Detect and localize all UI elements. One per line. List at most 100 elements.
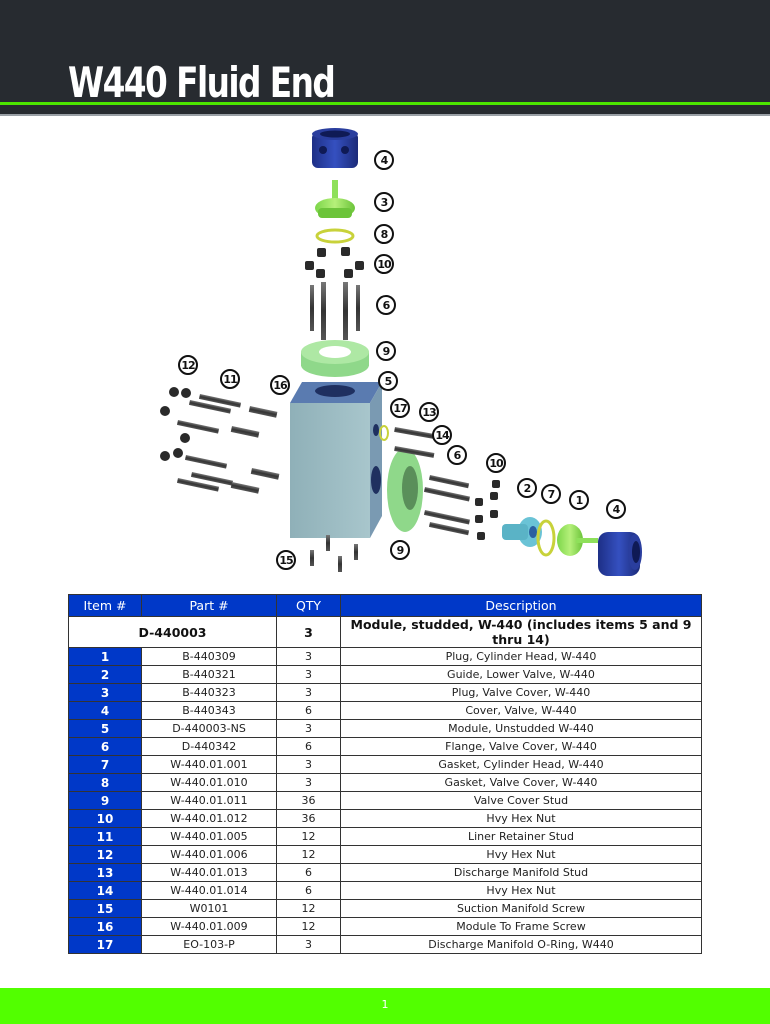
header-divider	[0, 114, 770, 116]
module-block	[290, 382, 382, 538]
left-nuts	[160, 387, 191, 461]
part-cell: W-440.01.013	[141, 863, 277, 882]
flange-top	[301, 340, 369, 377]
description-cell: Discharge Manifold O-Ring, W440	[340, 935, 702, 954]
item-cell: 9	[68, 791, 142, 810]
assembly-qty: 3	[276, 616, 341, 648]
description-cell: Valve Cover Stud	[340, 791, 702, 810]
item-cell: 15	[68, 899, 142, 918]
valve-cover-right	[598, 532, 642, 576]
qty-cell: 3	[276, 935, 341, 954]
qty-cell: 12	[276, 827, 341, 846]
qty-cell: 6	[276, 737, 341, 756]
cylinder-head-gasket	[536, 519, 556, 557]
description-cell: Hvy Hex Nut	[340, 881, 702, 900]
assembly-part: D-440003	[68, 616, 277, 648]
valve-cover-top	[312, 128, 358, 168]
part-cell: B-440323	[141, 683, 277, 702]
callout-1: 1	[569, 490, 589, 510]
column-header-qty: QTY	[276, 594, 341, 617]
callout-4: 4	[374, 150, 394, 170]
studs-vertical	[310, 282, 360, 340]
qty-cell: 3	[276, 683, 341, 702]
description-cell: Liner Retainer Stud	[340, 827, 702, 846]
assembly-description: Module, studded, W-440 (includes items 5…	[340, 616, 702, 648]
callout-5: 5	[378, 371, 398, 391]
item-cell: 2	[68, 665, 142, 684]
page-header: W440 Fluid End	[0, 0, 770, 116]
item-cell: 14	[68, 881, 142, 900]
item-cell: 3	[68, 683, 142, 702]
bottom-screws	[310, 535, 358, 572]
callout-3: 3	[374, 192, 394, 212]
callout-14: 14	[432, 425, 452, 445]
part-cell: W-440.01.012	[141, 809, 277, 828]
callout-6: 6	[376, 295, 396, 315]
callout-16: 16	[270, 375, 290, 395]
diagram-svg	[160, 128, 642, 576]
part-cell: W-440.01.009	[141, 917, 277, 936]
description-cell: Gasket, Valve Cover, W-440	[340, 773, 702, 792]
qty-cell: 6	[276, 881, 341, 900]
right-nuts	[475, 480, 500, 540]
callout-2: 2	[517, 478, 537, 498]
item-cell: 8	[68, 773, 142, 792]
table-header-row: Item # Part # QTY Description	[68, 594, 702, 617]
column-header-item: Item #	[68, 594, 142, 617]
qty-cell: 36	[276, 791, 341, 810]
flange-side	[387, 448, 423, 532]
description-cell: Hvy Hex Nut	[340, 845, 702, 864]
column-header-description: Description	[340, 594, 702, 617]
right-studs	[423, 474, 470, 536]
item-cell: 7	[68, 755, 142, 774]
page-number: 1	[381, 998, 389, 1011]
qty-cell: 12	[276, 917, 341, 936]
qty-cell: 36	[276, 809, 341, 828]
qty-cell: 3	[276, 755, 341, 774]
page-title: W440 Fluid End	[68, 58, 336, 107]
callout-9: 9	[376, 341, 396, 361]
o-ring	[379, 425, 389, 441]
description-cell: Guide, Lower Valve, W-440	[340, 665, 702, 684]
item-cell: 16	[68, 917, 142, 936]
callout-10: 10	[374, 254, 394, 274]
valve-cover-plug	[315, 180, 355, 218]
callout-17: 17	[390, 398, 410, 418]
cylinder-head-plug	[557, 524, 598, 556]
part-cell: B-440321	[141, 665, 277, 684]
qty-cell: 3	[276, 719, 341, 738]
item-cell: 17	[68, 935, 142, 954]
item-cell: 13	[68, 863, 142, 882]
callout-10-right: 10	[486, 453, 506, 473]
part-cell: W-440.01.011	[141, 791, 277, 810]
callout-8: 8	[374, 224, 394, 244]
exploded-diagram: 4 3 8 10 6 9 5 12 11 16 17 13 14 6 10 2 …	[140, 120, 660, 590]
callout-13: 13	[419, 402, 439, 422]
part-cell: W-440.01.005	[141, 827, 277, 846]
qty-cell: 12	[276, 899, 341, 918]
part-cell: B-440309	[141, 647, 277, 666]
callout-11: 11	[220, 369, 240, 389]
item-cell: 5	[68, 719, 142, 738]
description-cell: Discharge Manifold Stud	[340, 863, 702, 882]
page-footer: 1	[0, 988, 770, 1024]
discharge-studs	[394, 426, 435, 458]
gasket-ring	[315, 228, 355, 244]
part-cell: D-440003-NS	[141, 719, 277, 738]
callout-12: 12	[178, 355, 198, 375]
assembly-row: D-440003 3 Module, studded, W-440 (inclu…	[68, 616, 702, 648]
part-cell: W-440.01.001	[141, 755, 277, 774]
parts-table: Item # Part # QTY Description D-440003 3…	[68, 594, 702, 954]
qty-cell: 3	[276, 647, 341, 666]
item-cell: 11	[68, 827, 142, 846]
description-cell: Gasket, Cylinder Head, W-440	[340, 755, 702, 774]
item-cell: 10	[68, 809, 142, 828]
